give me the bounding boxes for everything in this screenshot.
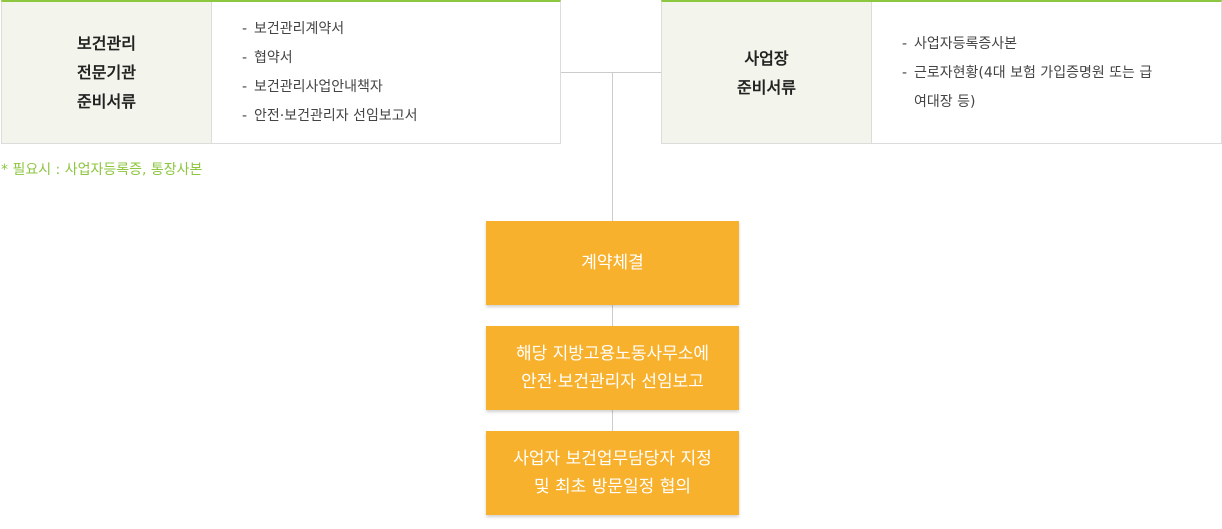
- step-assign-contact: 사업자 보건업무담당자 지정 및 최초 방문일정 협의: [486, 431, 739, 515]
- connector-vertical: [612, 410, 613, 431]
- agency-documents-panel: 보건관리 전문기관 준비서류 보건관리계약서 협약서 보건관리사업안내책자 안전…: [1, 0, 561, 144]
- step-label: 해당 지방고용노동사무소에: [515, 344, 710, 364]
- step-contract: 계약체결: [486, 221, 739, 305]
- list-item: 사업자등록증사본: [902, 30, 1162, 59]
- agency-documents-heading: 보건관리 전문기관 준비서류: [2, 2, 212, 143]
- heading-line: 전문기관: [77, 63, 136, 82]
- connector-vertical: [612, 72, 613, 221]
- agency-documents-list: 보건관리계약서 협약서 보건관리사업안내책자 안전·보건관리자 선임보고서: [212, 2, 417, 143]
- heading-line: 준비서류: [77, 92, 136, 111]
- list-item: 근로자현황(4대 보험 가입증명원 또는 급여대장 등): [902, 59, 1162, 117]
- heading-line: 사업장: [744, 48, 789, 68]
- step-label: 안전·보건관리자 선임보고: [521, 372, 704, 392]
- workplace-documents-panel: 사업장 준비서류 사업자등록증사본 근로자현황(4대 보험 가입증명원 또는 급…: [661, 0, 1222, 144]
- list-item: 협약서: [242, 44, 417, 73]
- step-label: 계약체결: [581, 253, 644, 273]
- step-label: 사업자 보건업무담당자 지정: [513, 449, 712, 469]
- heading-line: 보건관리: [77, 34, 136, 53]
- heading-line: 준비서류: [737, 77, 796, 97]
- note-text: * 필요시 : 사업자등록증, 통장사본: [1, 162, 203, 178]
- step-report-appointment: 해당 지방고용노동사무소에 안전·보건관리자 선임보고: [486, 326, 739, 410]
- connector-horizontal: [561, 72, 661, 73]
- step-label: 및 최초 방문일정 협의: [534, 477, 691, 497]
- workplace-documents-heading: 사업장 준비서류: [662, 2, 872, 143]
- workplace-documents-list: 사업자등록증사본 근로자현황(4대 보험 가입증명원 또는 급여대장 등): [872, 2, 1162, 143]
- list-item: 안전·보건관리자 선임보고서: [242, 102, 417, 131]
- connector-vertical: [612, 305, 613, 326]
- list-item: 보건관리사업안내책자: [242, 73, 417, 102]
- list-item: 보건관리계약서: [242, 15, 417, 44]
